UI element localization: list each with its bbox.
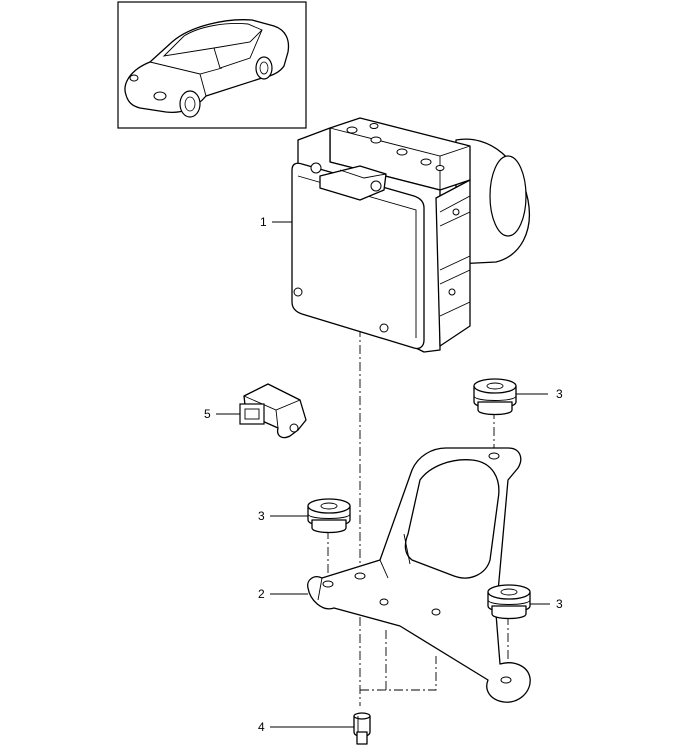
abs-hydraulic-unit	[291, 117, 530, 353]
alignment-lines	[327, 328, 509, 706]
callout-3-left-label: 3	[258, 509, 265, 523]
mounting-bracket	[307, 447, 531, 703]
hydraulic-ports	[346, 123, 445, 171]
callout-3-top-label: 3	[556, 387, 563, 401]
callout-leaders	[216, 221, 550, 728]
callout-3-right-label: 3	[556, 597, 563, 611]
car-coupe-icon	[124, 19, 290, 118]
rubber-grommet-top	[473, 378, 517, 416]
yaw-rate-sensor	[239, 383, 307, 439]
callout-5-label: 5	[204, 407, 211, 421]
callout-labels: 1 2 3 3 3 4 5	[204, 215, 563, 734]
hex-bolt	[353, 712, 371, 745]
callout-4-label: 4	[258, 720, 265, 734]
callout-1-label: 1	[260, 215, 267, 229]
car-thumbnail	[117, 1, 307, 129]
rubber-grommet-right	[487, 584, 531, 620]
rubber-grommet-left	[307, 498, 351, 534]
callout-2-label: 2	[258, 587, 265, 601]
